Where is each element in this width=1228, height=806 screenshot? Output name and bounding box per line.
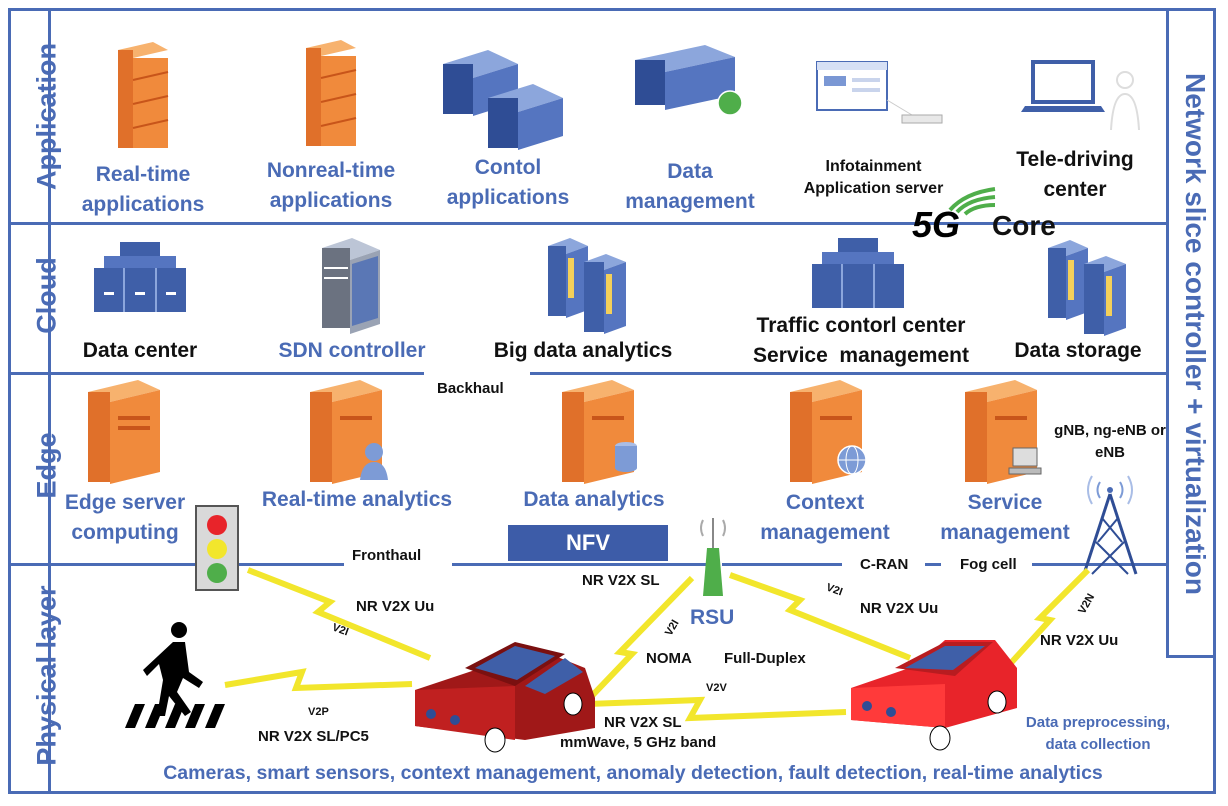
label-context-management: Context management xyxy=(760,491,890,544)
diagram-frame xyxy=(8,8,1216,794)
service-management-server-icon xyxy=(965,380,1042,484)
data-analytics-server-icon xyxy=(562,380,637,484)
label-nr-v2x-sl-bottom: NR V2X SL xyxy=(604,714,682,731)
label-v2v: V2V xyxy=(706,682,727,694)
traffic-light-icon xyxy=(195,505,239,591)
row-divider-cloud-edge-left xyxy=(8,372,424,375)
label-nr-v2x-sl-pc5: NR V2X SL/PC5 xyxy=(258,728,369,745)
label-fronthaul: Fronthaul xyxy=(352,547,422,564)
row-divider-cloud-edge-right xyxy=(530,372,1169,375)
nfv-box xyxy=(508,525,668,561)
label-sdn-controller: SDN controller xyxy=(278,339,426,362)
context-management-server-icon xyxy=(790,380,867,484)
car-red-icon xyxy=(851,640,1017,751)
label-v2p: V2P xyxy=(308,706,329,718)
label-fog-cell: Fog cell xyxy=(960,556,1017,573)
big-data-servers-icon xyxy=(548,238,626,334)
label-nfv: NFV xyxy=(566,530,610,555)
row-divider-edge-physical-2 xyxy=(238,563,344,566)
data-center-icon xyxy=(94,242,186,312)
left-column-divider xyxy=(48,8,51,794)
label-nr-v2x-uu-left: NR V2X Uu xyxy=(356,598,435,615)
gnb-tower-icon xyxy=(1082,475,1138,575)
row-divider-edge-physical-4 xyxy=(722,563,842,566)
label-cran: C-RAN xyxy=(860,556,909,573)
label-teledriving-center: Tele-driving center xyxy=(1016,148,1134,201)
label-physical-bottom-capabilities: Cameras, smart sensors, context manageme… xyxy=(163,762,1103,784)
label-control-apps: Contol applications xyxy=(446,156,570,209)
row-divider-edge-physical-1 xyxy=(8,563,206,566)
label-data-preprocessing: Data preprocessing, data collection xyxy=(1025,714,1171,753)
pedestrian-crossing-icon xyxy=(125,622,225,728)
label-core: Core xyxy=(992,210,1056,241)
rsu-antenna-icon xyxy=(700,518,726,596)
label-data-analytics: Data analytics xyxy=(523,488,665,511)
label-nonrealtime-apps: Nonreal-time applications xyxy=(266,159,396,212)
label-mmwave: mmWave, 5 GHz band xyxy=(560,734,717,751)
row-divider-edge-physical-5 xyxy=(925,563,941,566)
label-realtime-analytics: Real-time analytics xyxy=(261,488,453,511)
car-dark-red-icon xyxy=(415,642,595,753)
control-servers-icon xyxy=(443,50,563,150)
label-data-storage: Data storage xyxy=(1014,339,1142,362)
fiveg-logo: 5G xyxy=(912,204,961,245)
edge-server-tower-icon xyxy=(88,380,160,484)
label-edge-service-management: Service management xyxy=(940,491,1070,544)
label-backhaul: Backhaul xyxy=(437,380,504,397)
realtime-servers-icon xyxy=(118,42,169,148)
label-big-data-analytics: Big data analytics xyxy=(493,339,673,362)
row-divider-app-cloud xyxy=(8,222,1169,225)
label-traffic-control: Traffic contorl center xyxy=(756,314,966,337)
sdn-controller-icon xyxy=(322,238,380,334)
label-rsu: RSU xyxy=(690,606,735,629)
infotainment-screen-icon xyxy=(816,61,943,124)
teledriving-laptop-icon xyxy=(1021,60,1140,131)
realtime-analytics-server-icon xyxy=(310,380,388,484)
label-nr-v2x-uu-middle: NR V2X Uu xyxy=(860,600,939,617)
fiveg-waves-icon xyxy=(948,187,996,216)
label-data-management: Data management xyxy=(625,160,755,213)
row-divider-edge-physical-3 xyxy=(452,563,712,566)
label-data-center: Data center xyxy=(82,339,198,362)
nonrealtime-servers-icon xyxy=(306,40,357,146)
traffic-control-center-icon xyxy=(812,238,904,308)
label-gnb: gNB, ng-eNB or eNB xyxy=(1054,422,1166,461)
label-full-duplex: Full-Duplex xyxy=(724,650,806,667)
label-edge-server-computing: Edge server computing xyxy=(64,491,186,544)
label-nr-v2x-uu-right: NR V2X Uu xyxy=(1040,632,1119,649)
data-management-server-icon xyxy=(635,45,743,116)
data-storage-icon xyxy=(1048,240,1126,336)
right-column-bottom xyxy=(1166,655,1216,658)
label-nr-v2x-sl: NR V2X SL xyxy=(582,572,660,589)
label-noma: NOMA xyxy=(646,650,692,667)
label-realtime-apps: Real-time applications xyxy=(81,163,205,216)
right-column-divider xyxy=(1166,8,1169,658)
label-infotainment-server: Infotainment Application server xyxy=(803,158,944,197)
label-cloud-service-management: Service management xyxy=(753,344,969,367)
